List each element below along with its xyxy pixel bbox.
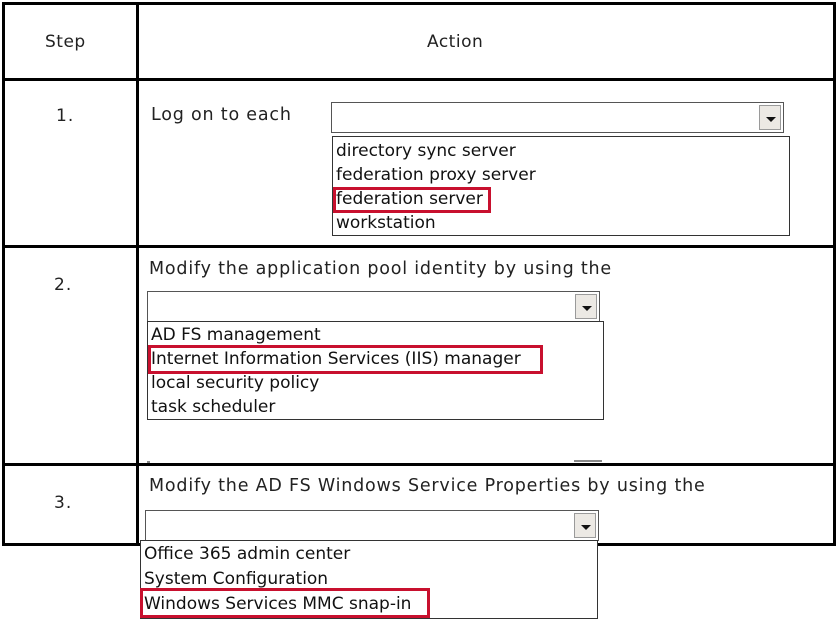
option-iis-manager[interactable]: Internet Information Services (IIS) mana…	[151, 349, 521, 369]
step-1-dropdown[interactable]	[331, 102, 784, 133]
column-divider	[136, 2, 139, 546]
step-3-prompt: Modify the AD FS Windows Service Propert…	[149, 476, 706, 496]
option-system-configuration[interactable]: System Configuration	[144, 569, 329, 589]
step-3-dropdown[interactable]	[145, 510, 599, 541]
column-header-step: Step	[45, 32, 86, 52]
list-scroll-marker	[147, 461, 150, 463]
step-2-dropdown[interactable]	[147, 291, 600, 322]
chevron-down-icon	[766, 117, 776, 122]
row-divider-1	[2, 245, 836, 248]
step-3-options-list: Office 365 admin center System Configura…	[140, 540, 598, 619]
option-workstation[interactable]: workstation	[336, 213, 436, 233]
table-border-top	[2, 2, 836, 5]
chevron-down-icon	[581, 525, 591, 530]
option-ad-fs-management[interactable]: AD FS management	[151, 325, 321, 345]
option-office-365-admin-center[interactable]: Office 365 admin center	[144, 544, 351, 564]
row-divider-2	[2, 463, 836, 466]
step-3-dropdown-button[interactable]	[574, 513, 596, 538]
option-local-security-policy[interactable]: local security policy	[151, 373, 320, 393]
step-1-prompt: Log on to each	[151, 105, 292, 125]
list-scroll-marker	[574, 460, 602, 462]
option-directory-sync-server[interactable]: directory sync server	[336, 141, 516, 161]
step-2-dropdown-button[interactable]	[575, 294, 597, 319]
option-federation-proxy-server[interactable]: federation proxy server	[336, 165, 536, 185]
step-2-prompt: Modify the application pool identity by …	[149, 259, 612, 279]
step-2-options-list: AD FS management Internet Information Se…	[147, 321, 604, 420]
option-task-scheduler[interactable]: task scheduler	[151, 397, 276, 417]
table-border-left	[2, 2, 5, 546]
option-federation-server[interactable]: federation server	[336, 189, 483, 209]
step-1-dropdown-button[interactable]	[759, 105, 781, 130]
chevron-down-icon	[582, 306, 592, 311]
row-divider-header	[2, 78, 836, 81]
step-number-2: 2.	[54, 275, 73, 295]
step-number-3: 3.	[54, 493, 73, 513]
step-1-options-list: directory sync server federation proxy s…	[332, 136, 790, 236]
option-windows-services-mmc-snap-in[interactable]: Windows Services MMC snap-in	[144, 594, 412, 614]
table-border-right	[833, 2, 836, 546]
step-number-1: 1.	[56, 106, 75, 126]
column-header-action: Action	[427, 32, 484, 52]
